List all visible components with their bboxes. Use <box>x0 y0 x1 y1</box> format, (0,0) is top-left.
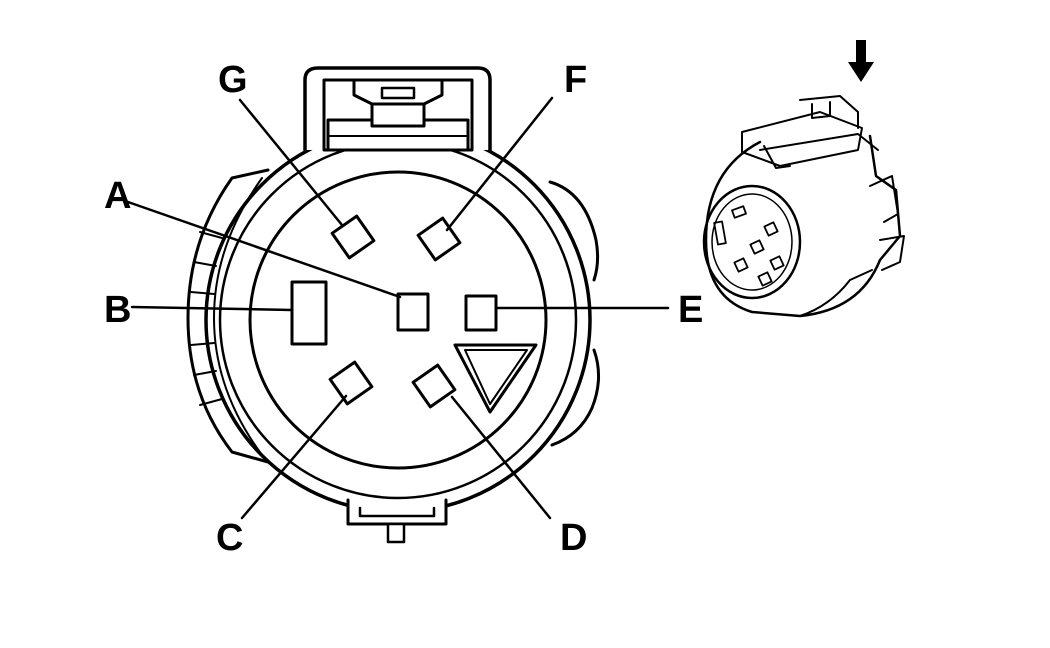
pin-b-terminal <box>290 280 328 346</box>
leader-line-a <box>126 200 402 299</box>
pin-g-terminal <box>330 214 376 260</box>
right-tab-lower <box>550 348 600 447</box>
pin-label-d: D <box>560 517 587 559</box>
pin-label-f: F <box>564 59 587 101</box>
pin-label-b: B <box>104 289 131 331</box>
pin-a-terminal <box>396 292 430 332</box>
leader-line-g <box>238 98 344 227</box>
pin-labels: A B C D E F G <box>104 59 703 559</box>
top-latch <box>303 66 492 152</box>
pin-e-terminal <box>464 294 498 332</box>
connector-perspective-view <box>702 95 905 318</box>
perspective-pin-cavities <box>713 205 785 287</box>
leader-line-b <box>130 305 294 312</box>
leader-line-d <box>450 395 552 520</box>
pin-c-terminal <box>328 360 374 406</box>
pin-label-e: E <box>678 289 703 331</box>
right-tab-upper <box>548 180 600 282</box>
pin-f-terminal <box>416 216 462 262</box>
shell-ribs <box>190 231 223 406</box>
polarizing-key <box>453 343 538 414</box>
left-ribbed-shell <box>186 168 270 464</box>
leader-line-c <box>240 394 348 520</box>
pin-label-c: C <box>216 517 243 559</box>
down-arrow-icon <box>848 40 874 82</box>
connector-face-ellipse <box>702 184 802 300</box>
pin-label-g: G <box>218 59 248 101</box>
leader-line-f <box>445 96 554 232</box>
pin-terminals <box>290 214 498 409</box>
pin-label-a: A <box>104 175 131 217</box>
pin-d-terminal <box>411 363 457 409</box>
inner-cavity <box>248 170 548 470</box>
bottom-key-tab <box>346 498 448 544</box>
connector-face <box>126 66 670 544</box>
leader-lines <box>126 96 670 520</box>
left-ribbed-shell-inner <box>213 177 263 456</box>
